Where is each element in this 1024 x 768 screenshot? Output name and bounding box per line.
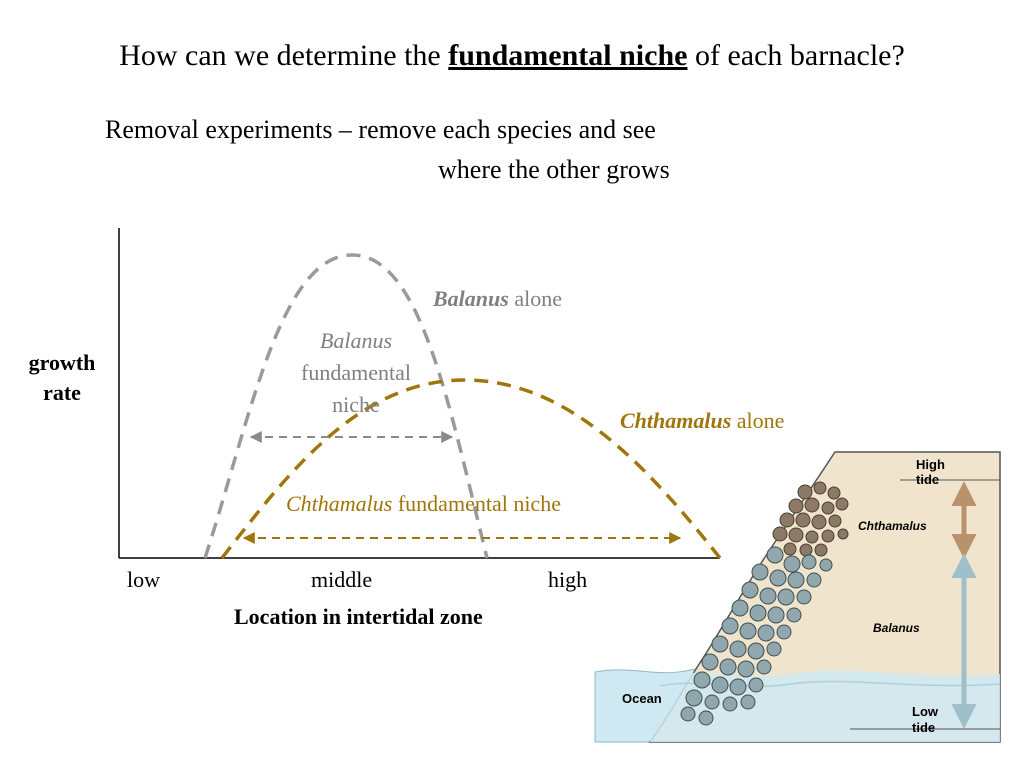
x-axis-label: Location in intertidal zone bbox=[234, 604, 483, 629]
title-emphasis: fundamental niche bbox=[448, 39, 688, 72]
y-axis-label-line2: rate bbox=[43, 380, 81, 405]
chthamalus-alone-rest: alone bbox=[731, 408, 785, 433]
chthamalus-niche-italic: Chthamalus bbox=[286, 491, 393, 516]
high-tide-label-1: High bbox=[916, 457, 945, 472]
balanus-niche-line1: Balanus bbox=[319, 328, 393, 353]
chthamalus-niche-rest: fundamental niche bbox=[392, 491, 561, 516]
y-axis-label-line1: growth bbox=[28, 350, 96, 375]
title-after: of each barnacle? bbox=[687, 39, 905, 72]
subtitle-line1: Removal experiments – remove each specie… bbox=[105, 115, 656, 144]
x-tick-label: high bbox=[548, 567, 588, 592]
chthamalus-label: Chthamalus bbox=[858, 519, 927, 533]
x-tick-label: middle bbox=[311, 567, 373, 592]
intertidal-illustration: High tide Chthamalus Balanus Ocean Low t… bbox=[594, 451, 1001, 743]
chthamalus-niche-label: Chthamalus fundamental niche bbox=[286, 491, 561, 517]
chthamalus-alone-label: Chthamalus alone bbox=[620, 408, 784, 434]
high-tide-label-2: tide bbox=[916, 472, 939, 487]
balanus-alone-rest: alone bbox=[508, 286, 562, 311]
balanus-niche-line3: niche bbox=[332, 392, 380, 417]
chthamalus-alone-curve bbox=[220, 378, 722, 560]
balanus-alone-italic: Balanus bbox=[433, 286, 509, 311]
chthamalus-alone-italic: Chthamalus bbox=[620, 408, 732, 433]
title-before: How can we determine the bbox=[119, 39, 449, 72]
y-axis-label: growth rate bbox=[12, 348, 112, 408]
low-tide-label-2: tide bbox=[912, 720, 935, 735]
balanus-label: Balanus bbox=[873, 621, 920, 635]
balanus-alone-label: Balanus alone bbox=[433, 286, 562, 312]
balanus-barnacles bbox=[680, 546, 833, 726]
page-title: How can we determine the fundamental nic… bbox=[0, 38, 1024, 74]
x-tick-label: low bbox=[127, 567, 160, 592]
ocean-label: Ocean bbox=[622, 691, 662, 706]
chthamalus-barnacles bbox=[772, 481, 849, 557]
balanus-alone-curve bbox=[203, 253, 489, 559]
subtitle-line2: where the other grows bbox=[438, 155, 670, 184]
balanus-niche-label: Balanus fundamental niche bbox=[276, 325, 436, 421]
low-tide-label-1: Low bbox=[912, 704, 939, 719]
balanus-niche-line2: fundamental bbox=[301, 360, 411, 385]
